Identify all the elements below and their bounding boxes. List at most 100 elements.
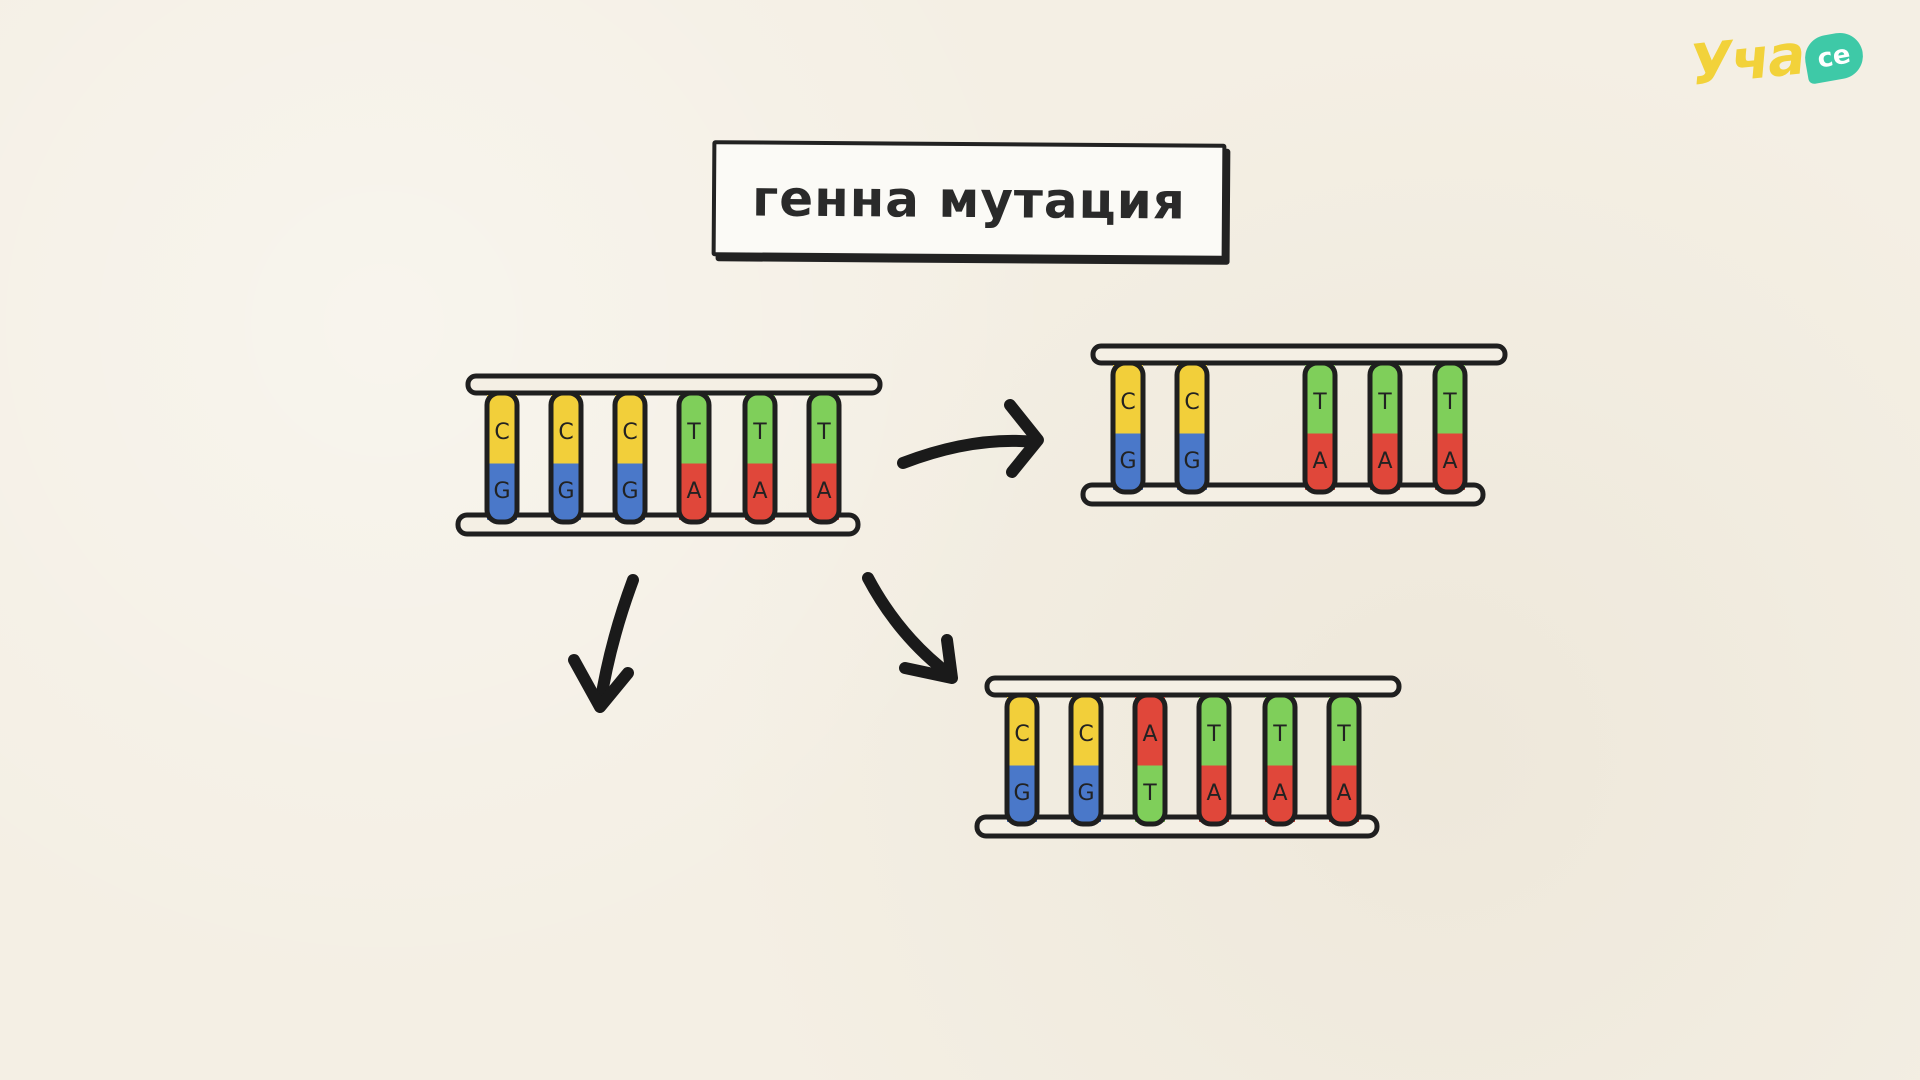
- base-bottom: [615, 463, 645, 520]
- base-letter-top: T: [1442, 390, 1457, 415]
- base-top: [615, 395, 645, 464]
- base-pair: TA: [676, 390, 712, 525]
- base-pair-outline: [676, 390, 712, 525]
- base-pair-outline: [1262, 692, 1298, 827]
- base-bottom: [1305, 433, 1335, 490]
- base-bottom: [809, 463, 839, 520]
- base-letter-top: C: [1184, 390, 1199, 415]
- arrow-to-deletion: [897, 399, 1044, 478]
- base-pair-outline: [1132, 692, 1168, 827]
- base-top: [1370, 365, 1400, 434]
- base-letter-top: C: [558, 420, 573, 445]
- base-letter-top: T: [752, 420, 767, 445]
- base-letter-top: C: [1120, 390, 1135, 415]
- base-letter-top: A: [1142, 722, 1157, 747]
- base-top: [679, 395, 709, 464]
- base-pair-outline: [1174, 360, 1210, 495]
- base-bottom: [745, 463, 775, 520]
- base-top: [1329, 697, 1359, 766]
- base-bottom: [1177, 433, 1207, 490]
- base-letter-bottom: G: [493, 479, 510, 504]
- base-bottom: [679, 463, 709, 520]
- base-letter-bottom: A: [1206, 781, 1221, 806]
- base-top: [1305, 365, 1335, 434]
- base-bottom: [1007, 765, 1037, 822]
- arrow-down-left: [568, 574, 639, 713]
- base-pair: TA: [1196, 692, 1232, 827]
- base-pair: CG: [1110, 360, 1146, 495]
- base-pair-outline: [1110, 360, 1146, 495]
- base-top: [1265, 697, 1295, 766]
- base-letter-top: C: [1014, 722, 1029, 747]
- base-letter-bottom: G: [1119, 449, 1136, 474]
- base-letter-top: C: [494, 420, 509, 445]
- base-top: [1177, 365, 1207, 434]
- base-pair: CG: [484, 390, 520, 525]
- base-letter-top: T: [1336, 722, 1351, 747]
- base-letter-bottom: T: [1142, 781, 1157, 806]
- base-pair: TA: [1432, 360, 1468, 495]
- base-letter-bottom: A: [752, 479, 767, 504]
- base-top: [1199, 697, 1229, 766]
- base-pair: CG: [548, 390, 584, 525]
- arrow-to-substitution: [862, 572, 958, 684]
- base-pair-outline: [612, 390, 648, 525]
- base-letter-bottom: A: [1377, 449, 1392, 474]
- base-top: [809, 395, 839, 464]
- base-letter-bottom: G: [1183, 449, 1200, 474]
- base-pair-outline: [806, 390, 842, 525]
- base-letter-bottom: A: [1312, 449, 1327, 474]
- base-letter-bottom: G: [557, 479, 574, 504]
- base-letter-top: T: [1206, 722, 1221, 747]
- base-letter-bottom: A: [1336, 781, 1351, 806]
- base-pair-outline: [1302, 360, 1338, 495]
- base-bottom: [1435, 433, 1465, 490]
- base-pair-outline: [742, 390, 778, 525]
- base-letter-top: T: [1312, 390, 1327, 415]
- base-pair-outline: [1432, 360, 1468, 495]
- base-letter-bottom: A: [816, 479, 831, 504]
- base-pair: TA: [1326, 692, 1362, 827]
- base-top: [1113, 365, 1143, 434]
- base-pair: TA: [1302, 360, 1338, 495]
- base-pair-outline: [484, 390, 520, 525]
- base-pair: TA: [1262, 692, 1298, 827]
- base-bottom: [1135, 765, 1165, 822]
- base-letter-top: T: [1377, 390, 1392, 415]
- base-top: [1007, 697, 1037, 766]
- base-pair-outline: [1326, 692, 1362, 827]
- base-bottom: [487, 463, 517, 520]
- base-top: [1071, 697, 1101, 766]
- base-pair: CG: [612, 390, 648, 525]
- base-letter-top: T: [686, 420, 701, 445]
- base-pair: TA: [806, 390, 842, 525]
- base-top: [1135, 697, 1165, 766]
- base-pair-outline: [1367, 360, 1403, 495]
- base-bottom: [551, 463, 581, 520]
- base-pair: CG: [1068, 692, 1104, 827]
- base-letter-top: T: [1272, 722, 1287, 747]
- base-top: [551, 395, 581, 464]
- base-pair-outline: [548, 390, 584, 525]
- base-pair-outline: [1196, 692, 1232, 827]
- base-top: [487, 395, 517, 464]
- base-letter-bottom: G: [1013, 781, 1030, 806]
- base-bottom: [1071, 765, 1101, 822]
- base-letter-bottom: A: [1442, 449, 1457, 474]
- base-pair: CG: [1004, 692, 1040, 827]
- base-letter-bottom: G: [621, 479, 638, 504]
- base-pair: TA: [742, 390, 778, 525]
- base-letter-top: C: [622, 420, 637, 445]
- base-bottom: [1329, 765, 1359, 822]
- base-pair-outline: [1068, 692, 1104, 827]
- base-letter-bottom: G: [1077, 781, 1094, 806]
- base-letter-bottom: A: [1272, 781, 1287, 806]
- base-top: [745, 395, 775, 464]
- base-bottom: [1199, 765, 1229, 822]
- base-bottom: [1265, 765, 1295, 822]
